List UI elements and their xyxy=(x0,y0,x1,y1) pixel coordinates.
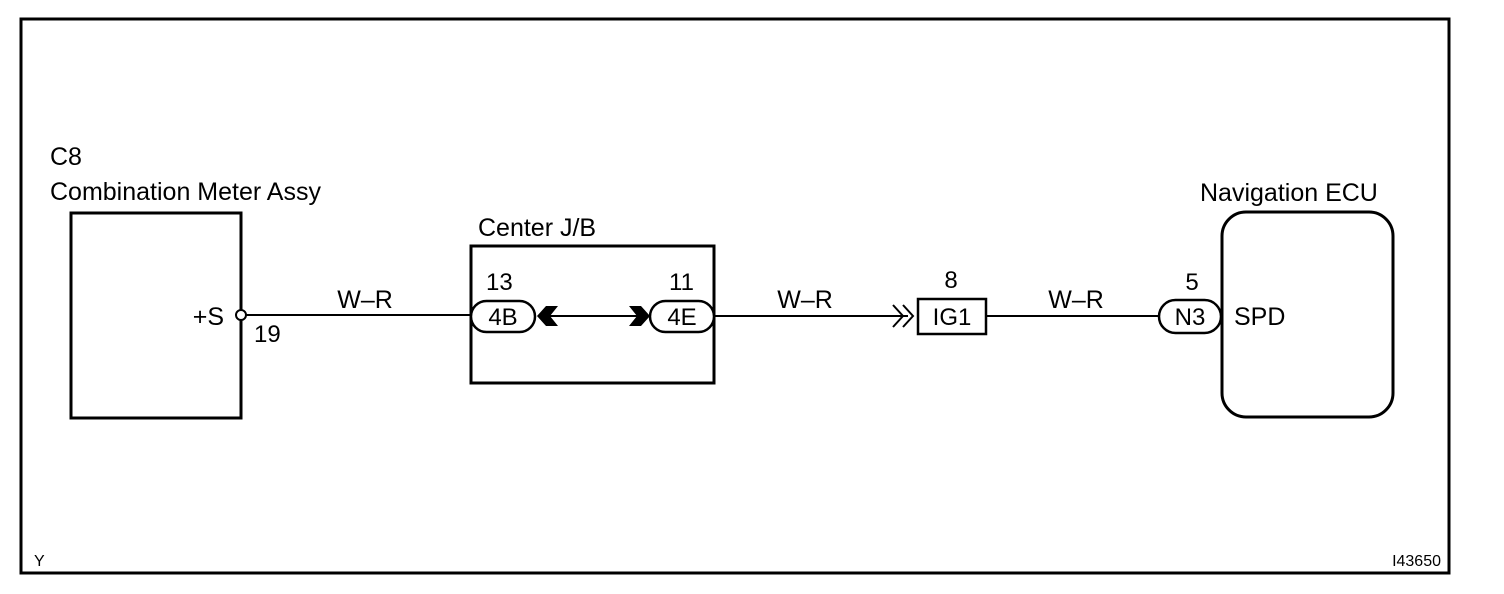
wire-color-label-2: W–R xyxy=(777,286,833,314)
jb-right-pin-number: 11 xyxy=(669,269,694,296)
ecu-connector-label: N3 xyxy=(1175,304,1206,331)
navigation-ecu-label: Navigation ECU xyxy=(1200,179,1378,207)
ecu-pin-number: 5 xyxy=(1185,269,1198,296)
junction-block-label: Center J/B xyxy=(478,214,596,242)
jb-left-arrow-icon xyxy=(537,306,558,326)
diagram-frame xyxy=(19,17,1451,575)
ig1-connector-box xyxy=(916,297,988,336)
meter-terminal-pin xyxy=(235,309,247,321)
jb-right-arrow-icon xyxy=(629,306,650,326)
figure-id: I43650 xyxy=(1392,553,1441,570)
wire-color-label-1: W–R xyxy=(337,286,393,314)
footer-left-mark: Y xyxy=(34,553,45,570)
ecu-connector xyxy=(1157,298,1223,335)
meter-terminal-label: +S xyxy=(193,303,224,331)
ig1-pin-number: 8 xyxy=(944,267,957,294)
meter-code-label: C8 xyxy=(50,143,82,171)
ecu-terminal-label: SPD xyxy=(1234,303,1285,331)
jb-left-connector xyxy=(469,299,537,334)
meter-name-label: Combination Meter Assy xyxy=(50,178,321,206)
ig1-connector-label: IG1 xyxy=(933,304,972,331)
ig1-double-chevron-icon xyxy=(892,304,915,328)
meter-pin-number: 19 xyxy=(254,321,281,348)
jb-right-connector-label: 4E xyxy=(667,304,696,331)
jb-left-pin-number: 13 xyxy=(486,269,513,296)
wire-color-label-3: W–R xyxy=(1048,286,1104,314)
jb-left-connector-label: 4B xyxy=(488,304,517,331)
